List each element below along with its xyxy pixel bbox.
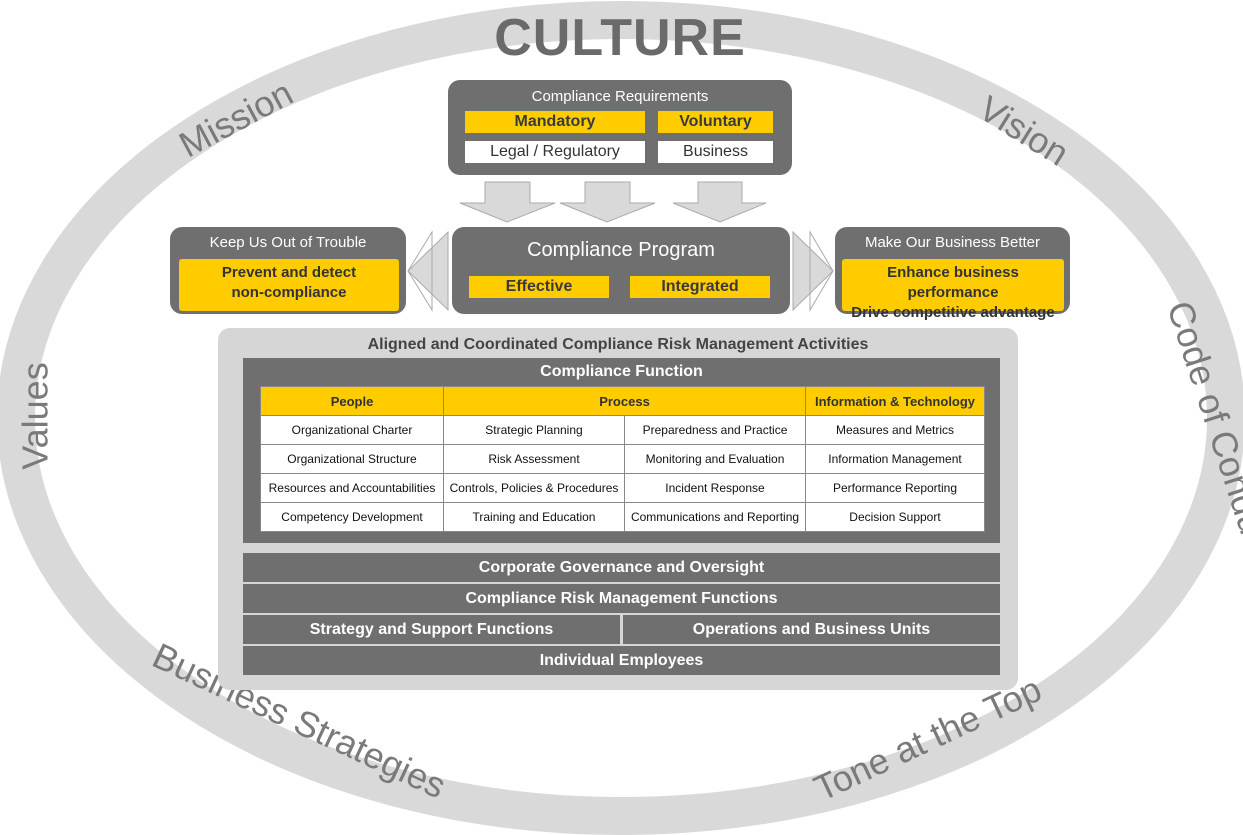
strategy-support-bar: Strategy and Support Functions: [243, 615, 620, 644]
arrow-down-1: [459, 181, 556, 223]
enhance-performance-line2: Drive competitive advantage: [851, 304, 1055, 321]
compliance-function-box: Compliance Function People Process Infor…: [243, 358, 1000, 543]
header-info-tech: Information & Technology: [805, 386, 985, 416]
compliance-program-panel: Compliance Program Effective Integrated: [452, 227, 790, 314]
mandatory-tag: Mandatory: [465, 111, 645, 133]
table-cell: Preparedness and Practice: [624, 415, 806, 445]
header-people: People: [260, 386, 444, 416]
requirements-panel: Compliance Requirements Mandatory Volunt…: [448, 80, 792, 175]
requirements-title: Compliance Requirements: [531, 88, 709, 105]
table-cell: Training and Education: [443, 502, 625, 532]
integrated-tag: Integrated: [630, 276, 770, 298]
table-cell: Performance Reporting: [805, 473, 985, 503]
arrow-down-2: [559, 181, 656, 223]
arrow-down-3: [672, 181, 767, 223]
employees-bar: Individual Employees: [243, 646, 1000, 675]
business-tag: Business: [658, 141, 773, 163]
arrow-left-inner: [407, 230, 433, 312]
enhance-performance-line1: Enhance business performance: [887, 264, 1019, 301]
operations-bar: Operations and Business Units: [623, 615, 1000, 644]
table-cell: Organizational Charter: [260, 415, 444, 445]
prevent-detect-line2: non-compliance: [231, 284, 347, 301]
arrow-right-inner: [809, 230, 834, 312]
table-cell: Risk Assessment: [443, 444, 625, 474]
activities-block: Aligned and Coordinated Compliance Risk …: [218, 328, 1018, 690]
keep-out-of-trouble-title: Keep Us Out of Trouble: [209, 234, 367, 251]
keep-out-of-trouble-panel: Keep Us Out of Trouble Prevent and detec…: [170, 227, 406, 314]
prevent-detect-line1: Prevent and detect: [221, 264, 357, 281]
arrow-right: [792, 230, 834, 312]
table-row: Resources and Accountabilities Controls,…: [260, 473, 985, 503]
business-better-panel: Make Our Business Better Enhance busines…: [835, 227, 1070, 321]
compliance-function-title: Compliance Function: [540, 363, 703, 380]
activities-title: Aligned and Coordinated Compliance Risk …: [367, 336, 869, 353]
table-cell: Competency Development: [260, 502, 444, 532]
prevent-detect-box: Prevent and detect non-compliance: [179, 259, 399, 311]
table-cell: Communications and Reporting: [624, 502, 806, 532]
business-better-title: Make Our Business Better: [864, 234, 1041, 251]
enhance-performance-box: Enhance business performance Drive compe…: [842, 259, 1064, 321]
risk-functions-bar: Compliance Risk Management Functions: [243, 584, 1000, 613]
voluntary-tag: Voluntary: [658, 111, 773, 133]
header-process: Process: [443, 386, 806, 416]
legal-regulatory-tag: Legal / Regulatory: [465, 141, 645, 163]
table-row: Organizational Structure Risk Assessment…: [260, 444, 985, 474]
table-cell: Incident Response: [624, 473, 806, 503]
table-cell: Monitoring and Evaluation: [624, 444, 806, 474]
compliance-program-title: Compliance Program: [527, 239, 715, 261]
arrow-left: [407, 230, 449, 312]
table-cell: Resources and Accountabilities: [260, 473, 444, 503]
table-cell: Strategic Planning: [443, 415, 625, 445]
effective-tag: Effective: [469, 276, 609, 298]
compliance-function-table: People Process Information & Technology …: [260, 386, 985, 532]
table-cell: Organizational Structure: [260, 444, 444, 474]
table-row: Organizational Charter Strategic Plannin…: [260, 415, 985, 445]
governance-bar: Corporate Governance and Oversight: [243, 553, 1000, 582]
ring-label-values: Values: [14, 362, 56, 470]
table-cell: Measures and Metrics: [805, 415, 985, 445]
culture-title: CULTURE: [494, 9, 746, 67]
table-cell: Controls, Policies & Procedures: [443, 473, 625, 503]
table-cell: Information Management: [805, 444, 985, 474]
table-row: Competency Development Training and Educ…: [260, 502, 985, 532]
table-cell: Decision Support: [805, 502, 985, 532]
